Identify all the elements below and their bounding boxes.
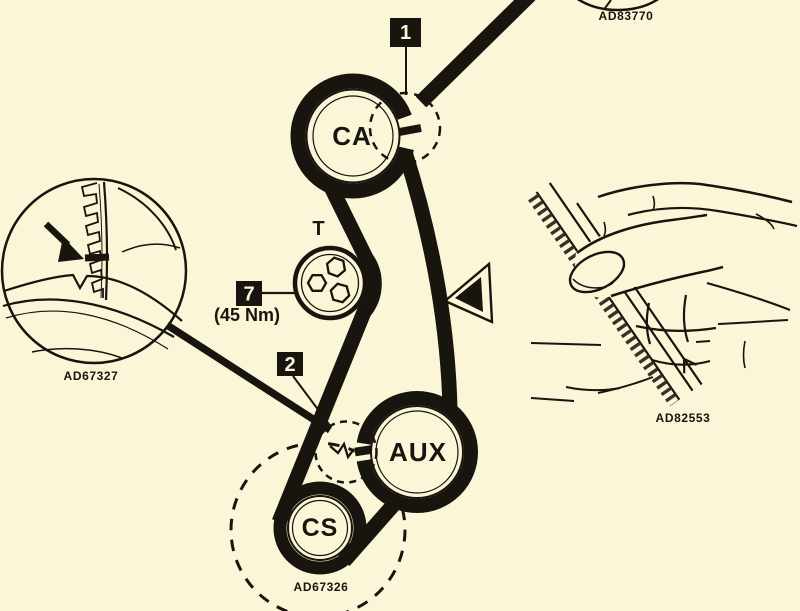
knuckle-crease-2 xyxy=(682,294,690,343)
inset-belt-body-line xyxy=(98,183,103,299)
auxiliary-pulley-face xyxy=(370,405,464,499)
camshaft-pulley-face xyxy=(305,88,401,184)
top-right-inset-outline xyxy=(576,0,660,12)
crankshaft-pulley-face xyxy=(287,495,353,561)
belt-run-left xyxy=(272,183,382,525)
callout-1: 1 xyxy=(390,18,421,47)
tensioner-pulley-label: T xyxy=(312,218,325,240)
tensioner-torque-label: (45 Nm) xyxy=(214,305,280,325)
belt-run-top xyxy=(415,0,536,108)
camshaft-pulley-label: CA xyxy=(332,121,372,151)
callout-2-number: 2 xyxy=(284,354,295,376)
top-right-inset-mark xyxy=(604,0,612,9)
camshaft-pulley-inner xyxy=(312,95,394,177)
inset-bottom-arc xyxy=(31,347,123,359)
top-right-inset: AD83770 xyxy=(576,0,660,23)
tensioner-hex-hole-2 xyxy=(306,274,328,292)
belt-wrap-crankshaft xyxy=(273,481,367,575)
knuckle-line-2 xyxy=(651,358,711,366)
callout-2-box xyxy=(277,352,303,376)
hand-belt-guide-line xyxy=(576,202,703,386)
hand-crease-small-4 xyxy=(742,340,746,369)
timing-belt xyxy=(272,0,536,575)
hand-top-outline xyxy=(597,181,793,204)
callout-1-box xyxy=(390,18,421,47)
inset-hub-arc-1 xyxy=(117,187,177,251)
inset-alignment-mark xyxy=(84,253,110,262)
inset-rim-inner-line xyxy=(5,310,169,350)
callout-1-number: 1 xyxy=(400,22,411,44)
callout-7: 7 (45 Nm) xyxy=(214,281,280,325)
pointer-fill xyxy=(455,277,483,312)
callout-7-box xyxy=(236,281,262,306)
thumbnail-base-line xyxy=(572,278,614,289)
mark-circle-crank xyxy=(314,420,378,484)
bench-line-1 xyxy=(530,342,602,346)
callout-2: 2 xyxy=(277,352,303,376)
ref-code-tooth-inset: AD67327 xyxy=(64,369,119,383)
belt-run-right xyxy=(397,149,458,410)
ref-code-top-right: AD83770 xyxy=(599,9,654,23)
hand-side-line xyxy=(706,281,791,312)
inset-belt-back-edge xyxy=(102,181,109,301)
crankshaft-pulley-label: CS xyxy=(302,514,339,542)
crankshaft-pulley-inner xyxy=(291,499,349,557)
knuckle-line-1 xyxy=(635,324,717,332)
tensioner-pulley-inner xyxy=(300,253,360,313)
hand-crease-small-1 xyxy=(603,221,607,237)
thumb-top-outline xyxy=(576,213,708,254)
crankshaft-pulley: CS xyxy=(287,495,353,561)
arrow-head-icon xyxy=(58,237,84,262)
belt-zigzag-mark xyxy=(329,441,355,460)
tensioner-pulley: T xyxy=(292,218,368,321)
tensioner-pulley-face xyxy=(292,245,368,321)
tooth-detail-inset: AD67327 xyxy=(0,177,333,434)
bench-line-4 xyxy=(565,386,621,392)
knuckle-tick xyxy=(695,340,711,343)
belt-direction-pointer xyxy=(442,261,494,324)
bench-line-3 xyxy=(597,376,654,394)
ref-code-hand-inset: AD82553 xyxy=(656,411,711,425)
hand-belt-teeth xyxy=(528,193,680,407)
hand-right-line xyxy=(717,319,789,325)
inset-pointer-line xyxy=(164,321,333,434)
tensioner-hex-hole-1 xyxy=(325,256,347,278)
bench-line-2 xyxy=(530,397,575,402)
inset-circle xyxy=(0,177,188,365)
inset-hub-arc-2 xyxy=(121,243,181,253)
inset-rim-bottom-edge xyxy=(2,298,175,338)
camshaft-pulley: CA xyxy=(305,88,401,184)
hand-inset: AD82553 xyxy=(528,181,798,425)
thumb-bottom-outline xyxy=(610,265,724,298)
hand-crease-small-2 xyxy=(652,195,656,211)
auxiliary-pulley-label: AUX xyxy=(389,437,447,467)
inset-rim-top-edge xyxy=(3,273,183,322)
ref-code-crank-area: AD67326 xyxy=(294,580,349,594)
mark-circle-camshaft xyxy=(368,91,442,165)
pointer-outline xyxy=(442,261,494,324)
auxiliary-pulley: AUX xyxy=(370,405,464,499)
hand-crease-small-3 xyxy=(755,213,775,230)
knuckle-crease-1 xyxy=(645,302,652,345)
callout-7-number: 7 xyxy=(243,284,254,306)
tensioner-hex-hole-3 xyxy=(329,282,351,304)
